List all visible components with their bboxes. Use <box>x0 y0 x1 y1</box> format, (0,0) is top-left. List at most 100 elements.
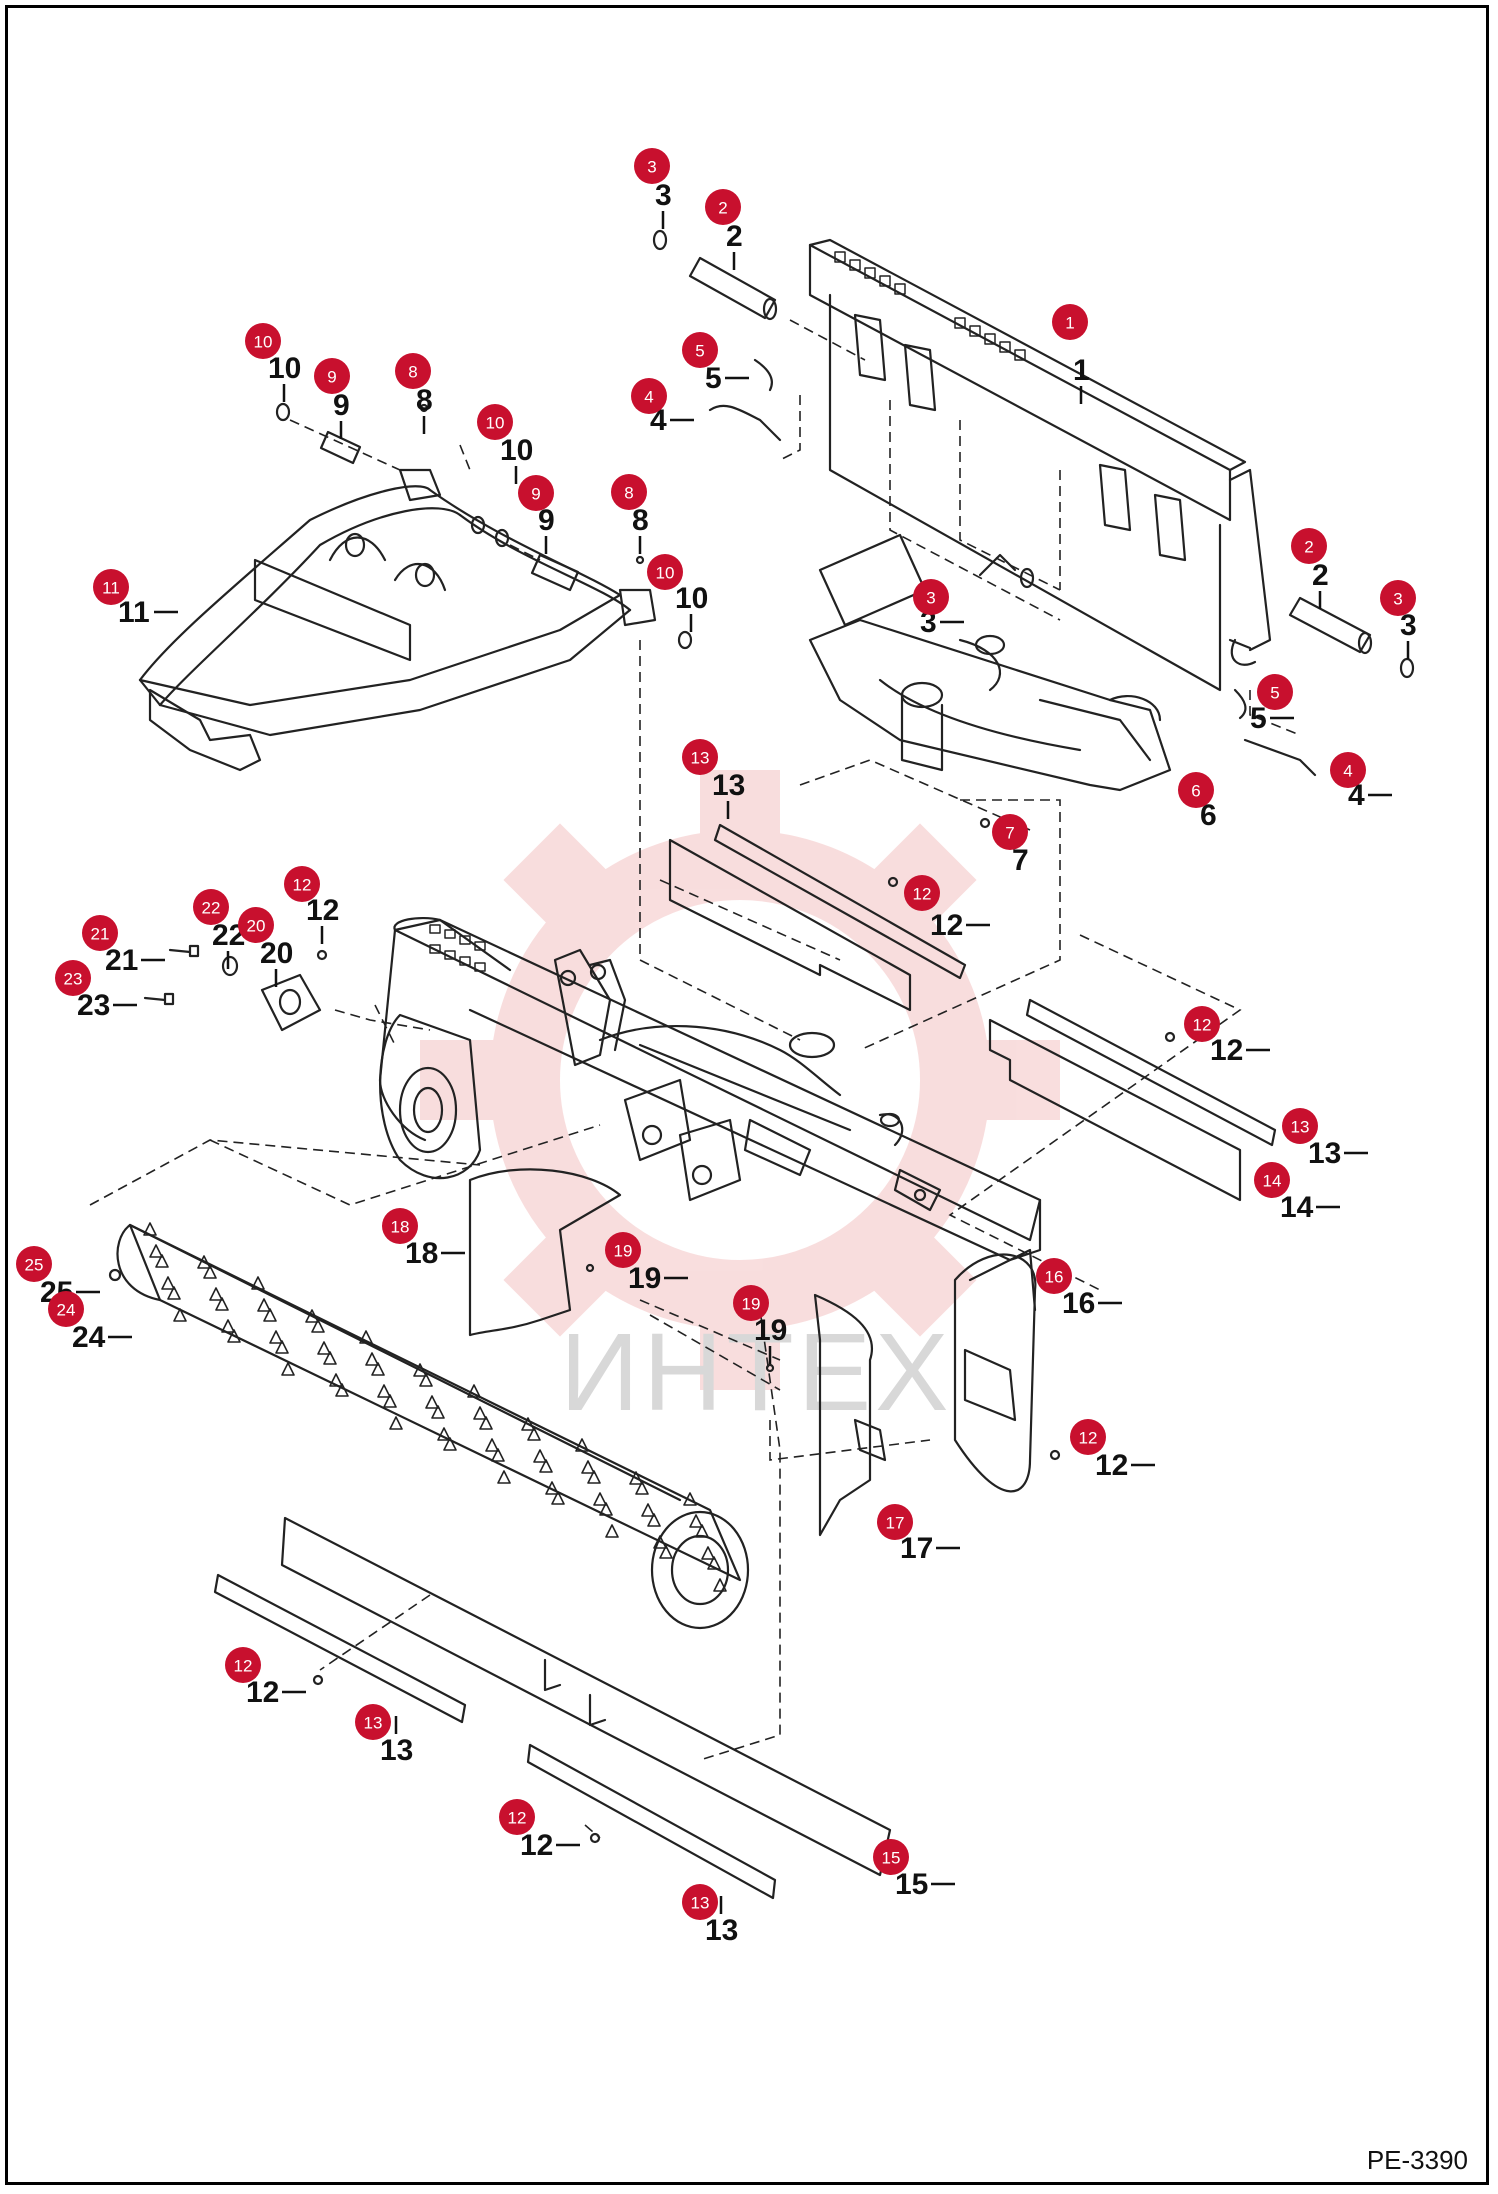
part-12-nut-e <box>312 1674 324 1686</box>
callout-label-number: 10 <box>500 434 533 467</box>
tiller-tooth <box>257 1298 271 1312</box>
tiller-tooth <box>659 1545 673 1559</box>
tiller-tooth <box>443 1437 457 1451</box>
callout-badge <box>82 915 118 951</box>
part-2-pin-upper <box>688 256 778 321</box>
callout-badge-number: 19 <box>742 1295 761 1314</box>
part-10-ring-d <box>677 630 693 650</box>
callout-4: 44 <box>631 378 694 437</box>
tiller-tooth <box>707 1556 721 1570</box>
tiller-tooth <box>311 1319 325 1333</box>
part-23-bolt <box>143 992 175 1006</box>
callout-4: 44 <box>1330 752 1392 812</box>
tiller-tooth <box>323 1351 337 1365</box>
part-6-swivel-frame <box>808 533 1172 792</box>
callout-9: 99 <box>518 475 555 554</box>
callout-badge <box>1291 528 1327 564</box>
callout-badge <box>499 1799 535 1835</box>
callout-badge <box>355 1704 391 1740</box>
tiller-tooth <box>167 1286 181 1300</box>
part-16-right-shield <box>953 1253 1037 1493</box>
tiller-tooth <box>527 1427 541 1441</box>
tiller-tooth <box>701 1546 715 1560</box>
callout-label-number: 13 <box>380 1734 413 1767</box>
part-9-pin-left <box>319 430 362 465</box>
watermark-text: ИНТЕХ <box>560 1311 952 1434</box>
part-20-bearing <box>260 973 322 1032</box>
tiller-tooth <box>485 1438 499 1452</box>
callout-label-number: 15 <box>895 1868 928 1901</box>
part-21-bolt <box>168 944 200 958</box>
callout-label-number: 13 <box>705 1914 738 1947</box>
callout-badge-number: 12 <box>234 1657 253 1676</box>
callout-badge <box>1178 772 1214 808</box>
part-19-bolt-b <box>765 1363 775 1373</box>
callout-2: 22 <box>1291 528 1329 609</box>
callout-label-number: 12 <box>306 894 339 927</box>
part-9-pin-mid <box>530 553 580 592</box>
tiller-tooth <box>683 1492 697 1506</box>
part-4-lever-pin-left <box>708 404 782 442</box>
tiller-tooth <box>587 1470 601 1484</box>
part-11-a-frame <box>138 468 657 772</box>
tiller-tooth <box>221 1319 235 1333</box>
part-14-panel-right <box>988 1018 1242 1202</box>
callout-badge-number: 7 <box>1005 824 1014 843</box>
part-5-cotter-right <box>1233 688 1247 720</box>
part-13-strip-lower-right <box>526 1743 777 1900</box>
callout-badge <box>682 739 718 775</box>
callout-badge <box>1257 674 1293 710</box>
callout-label-number: 6 <box>1200 799 1217 832</box>
part-24-rotor-teeth <box>143 1222 727 1592</box>
callout-badge <box>631 378 667 414</box>
tiller-tooth <box>155 1254 169 1268</box>
callout-label-number: 21 <box>105 944 138 977</box>
callout-badge-number: 25 <box>25 1256 44 1275</box>
tiller-tooth <box>437 1427 451 1441</box>
tiller-tooth <box>695 1524 709 1538</box>
callout-label-number: 19 <box>754 1314 787 1347</box>
callout-badge <box>314 358 350 394</box>
tiller-tooth <box>209 1287 223 1301</box>
tiller-tooth <box>647 1513 661 1527</box>
callout-3: 33 <box>1380 580 1417 659</box>
part-3-ring-upper <box>652 229 668 251</box>
callout-badge-number: 21 <box>91 925 110 944</box>
callout-label-number: 2 <box>726 220 743 253</box>
callout-label-number: 24 <box>72 1321 106 1354</box>
callout-badge <box>477 404 513 440</box>
callout-badge <box>1330 752 1366 788</box>
callout-label-number: 12 <box>520 1829 553 1862</box>
callout-label-number: 8 <box>632 504 649 537</box>
diagram-frame <box>5 5 1489 2185</box>
callout-badge-number: 20 <box>247 917 266 936</box>
callout-label-number: 18 <box>405 1237 438 1270</box>
tiller-tooth <box>593 1492 607 1506</box>
tiller-tooth <box>581 1460 595 1474</box>
assembly-leader-lines <box>89 319 1301 1839</box>
part-10-ring-c <box>494 528 510 548</box>
tiller-tooth <box>533 1449 547 1463</box>
callout-8: 88 <box>395 353 433 434</box>
tiller-tooth <box>713 1578 727 1592</box>
tiller-tooth <box>491 1448 505 1462</box>
callout-badge-number: 12 <box>913 885 932 904</box>
callout-label-number: 8 <box>416 384 433 417</box>
callout-3: 33 <box>634 148 672 229</box>
tiller-tooth <box>635 1481 649 1495</box>
part-13-strip-right <box>1025 998 1277 1147</box>
callout-label-number: 5 <box>1250 702 1267 735</box>
tiller-tooth <box>389 1416 403 1430</box>
drawing-code: PE-3390 <box>1366 2145 1468 2175</box>
tiller-tooth <box>359 1330 373 1344</box>
tiller-tooth <box>335 1383 349 1397</box>
callout-badge <box>913 579 949 615</box>
callout-badge <box>1254 1162 1290 1198</box>
callout-label-number: 1 <box>1073 354 1090 387</box>
part-19-bolt-a <box>585 1263 595 1273</box>
